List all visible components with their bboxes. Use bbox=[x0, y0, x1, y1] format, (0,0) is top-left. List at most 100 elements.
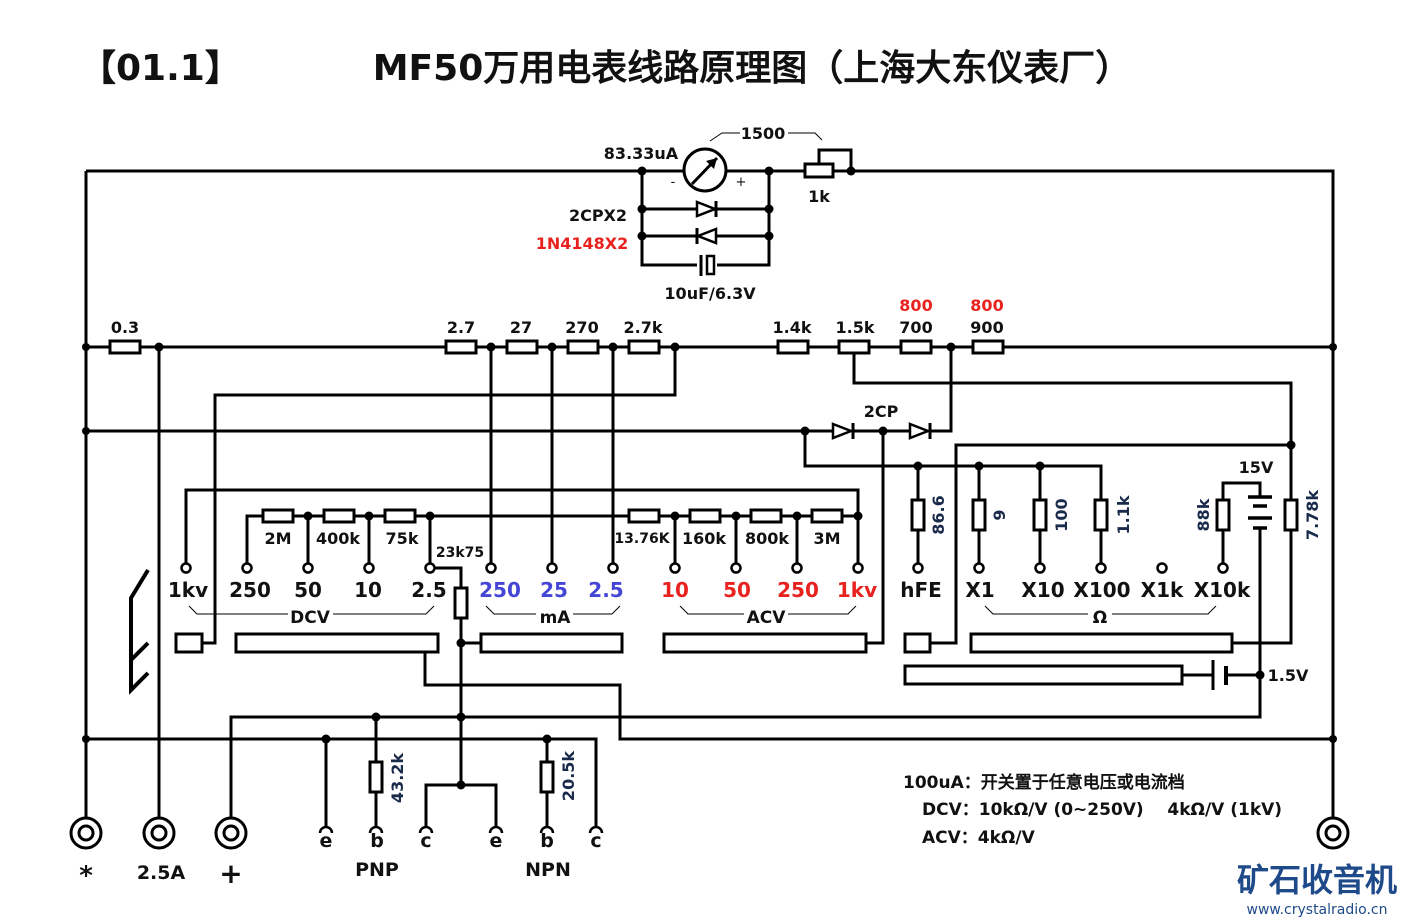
pnp-label: PNP bbox=[355, 859, 399, 881]
battery-15v-label: 15V bbox=[1239, 458, 1274, 477]
ohm-range-x10k: X10k bbox=[1194, 578, 1251, 602]
ohm-res-label-x10k: 88k bbox=[1194, 498, 1213, 531]
battery-1-5v-label: 1.5V bbox=[1268, 666, 1309, 685]
npn-pin-b: b bbox=[540, 830, 554, 852]
shunt-resistors bbox=[108, 339, 1005, 355]
ohm-res-label-x1: 9 bbox=[990, 509, 1009, 520]
dcv-range-50: 50 bbox=[294, 578, 322, 602]
battery-1-5v-icon bbox=[1211, 660, 1228, 690]
meter-symbol bbox=[682, 147, 728, 193]
acv-range-1kv: 1kv bbox=[837, 578, 877, 602]
pnp-base-resistor-label: 43.2k bbox=[388, 753, 407, 803]
ma-bracket bbox=[485, 605, 621, 615]
switch-knob-icon bbox=[129, 568, 150, 695]
logo-text: 矿石收音机 bbox=[1237, 861, 1397, 899]
dcv-range-10: 10 bbox=[354, 578, 382, 602]
jack-plus[interactable] bbox=[214, 816, 248, 850]
ohm-range-x1k: X1k bbox=[1141, 578, 1184, 602]
pot-1k bbox=[803, 162, 835, 179]
ohm-range-hfe: hFE bbox=[900, 578, 942, 602]
resistor-label-1-5k: 1.5k bbox=[836, 318, 875, 337]
jack-common[interactable] bbox=[69, 816, 103, 850]
pnp-base-resistor bbox=[368, 760, 384, 794]
jack-plus-label: + bbox=[219, 857, 242, 890]
npn-label: NPN bbox=[525, 859, 571, 881]
dcv-range-250: 250 bbox=[229, 578, 271, 602]
pnp-pin-c: c bbox=[420, 830, 431, 852]
meter-plus: + bbox=[736, 175, 747, 190]
resistor-label-700: 700 bbox=[899, 318, 932, 337]
diode-reverse-icon bbox=[694, 227, 718, 245]
transistor-sockets[interactable] bbox=[318, 825, 604, 834]
meter-current-label: 83.33uA bbox=[604, 144, 679, 163]
dcv-series-label: 23k75 bbox=[436, 545, 484, 561]
acv-res-label-0: 13.76K bbox=[614, 531, 670, 547]
acv-range-10: 10 bbox=[661, 578, 689, 602]
dcv-res-label-0: 2M bbox=[264, 529, 291, 548]
shunt-label-3: 270 bbox=[565, 318, 598, 337]
ma-range-250: 250 bbox=[479, 578, 521, 602]
note-acv: ACV：4kΩ/V bbox=[922, 828, 1036, 848]
dcv-range-2-5: 2.5 bbox=[411, 578, 446, 602]
jack-common-label: * bbox=[79, 861, 93, 891]
ma-range-25: 25 bbox=[540, 578, 568, 602]
resistor-label-900-alt: 800 bbox=[970, 296, 1003, 315]
acv-res-label-2: 800k bbox=[745, 529, 789, 548]
pnp-pin-b: b bbox=[370, 830, 384, 852]
pnp-pin-e: e bbox=[320, 830, 333, 852]
jack-2-5a[interactable] bbox=[142, 816, 176, 850]
series-total-label: 1500 bbox=[741, 124, 786, 143]
rectifier-diode-icon bbox=[831, 422, 932, 440]
npn-pin-e: e bbox=[490, 830, 503, 852]
pot-label: 1k bbox=[808, 187, 830, 206]
dcv-group-label: DCV bbox=[290, 608, 331, 628]
ma-range-2-5: 2.5 bbox=[588, 578, 623, 602]
dcv-bracket bbox=[188, 605, 435, 615]
ohm-res-label-x10: 100 bbox=[1052, 498, 1071, 531]
note-dcv: DCV：10kΩ/V (0~250V) 4kΩ/V (1kV) bbox=[922, 800, 1282, 820]
diode-forward-icon bbox=[695, 200, 719, 218]
jack-2-5a-label: 2.5A bbox=[137, 862, 186, 884]
acv-res-label-1: 160k bbox=[682, 529, 726, 548]
section-number: 【01.1】 bbox=[80, 48, 241, 89]
dcv-res-label-2: 75k bbox=[386, 529, 419, 548]
shunt-label-4: 2.7k bbox=[624, 318, 663, 337]
resistor-label-1-4k: 1.4k bbox=[773, 318, 812, 337]
npn-pin-c: c bbox=[590, 830, 601, 852]
note-100ua: 100uA：开关置于任意电压或电流档 bbox=[903, 772, 1185, 793]
dcv-range-1kv: 1kv bbox=[168, 578, 208, 602]
meter-minus: - bbox=[671, 175, 676, 190]
ohm-res-label-hfe: 86.6 bbox=[929, 495, 948, 534]
ma-group-label: mA bbox=[540, 608, 572, 628]
ohm-range-x100: X100 bbox=[1073, 578, 1130, 602]
jack-100ua[interactable] bbox=[1316, 816, 1350, 850]
acv-range-50: 50 bbox=[723, 578, 751, 602]
multiplier-resistors bbox=[261, 508, 844, 620]
npn-base-resistor-label: 20.5k bbox=[559, 751, 578, 801]
switch-terminals[interactable] bbox=[180, 562, 1229, 574]
acv-res-label-3: 3M bbox=[813, 529, 840, 548]
diodes-alt-label: 1N4148X2 bbox=[536, 234, 629, 253]
battery-15v-icon bbox=[1248, 495, 1272, 530]
shunt-label-1: 2.7 bbox=[447, 318, 475, 337]
ohm-bracket bbox=[984, 605, 1217, 615]
wires bbox=[84, 148, 1335, 826]
ohm-group-label: Ω bbox=[1093, 608, 1107, 628]
capacitor-icon bbox=[699, 254, 716, 276]
page-title: MF50万用电表线路原理图（上海大东仪表厂） bbox=[373, 48, 1132, 89]
switch-wipers[interactable] bbox=[174, 632, 1234, 686]
junction-dots bbox=[82, 166, 1337, 790]
ohm-res-label-x100: 1.1k bbox=[1114, 495, 1133, 534]
shunt-label-2: 27 bbox=[510, 318, 532, 337]
rectifier-label: 2CP bbox=[864, 402, 899, 421]
capacitor-label: 10uF/6.3V bbox=[664, 284, 756, 303]
resistor-label-900: 900 bbox=[970, 318, 1003, 337]
acv-range-250: 250 bbox=[777, 578, 819, 602]
resistor-label-700-alt: 800 bbox=[899, 296, 932, 315]
acv-group-label: ACV bbox=[747, 608, 787, 628]
acv-bracket bbox=[679, 605, 857, 615]
ohm-resistors bbox=[910, 498, 1299, 532]
npn-base-resistor bbox=[539, 760, 555, 794]
ohm-range-x10: X10 bbox=[1021, 578, 1064, 602]
